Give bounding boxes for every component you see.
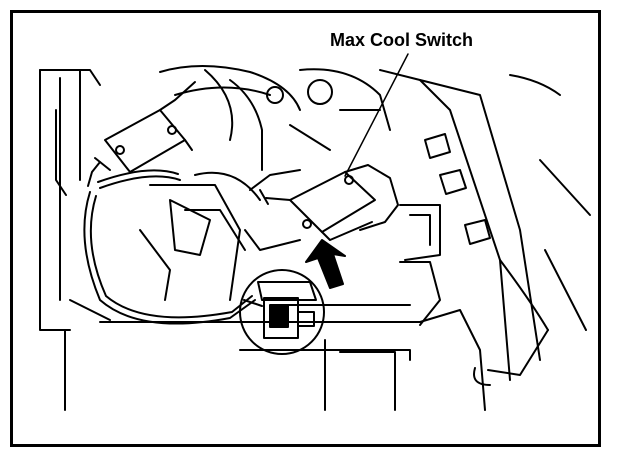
connector-detail <box>239 269 325 355</box>
left-housing <box>39 69 111 331</box>
center-body <box>139 169 301 301</box>
right-bracket <box>379 69 591 386</box>
arrow-icon <box>305 239 346 289</box>
max-cool-switch <box>259 164 399 241</box>
callout-label: Max Cool Switch <box>330 30 474 50</box>
callout-leader <box>344 53 409 177</box>
lower-duct <box>64 261 486 411</box>
left-micro-switch <box>87 81 196 187</box>
